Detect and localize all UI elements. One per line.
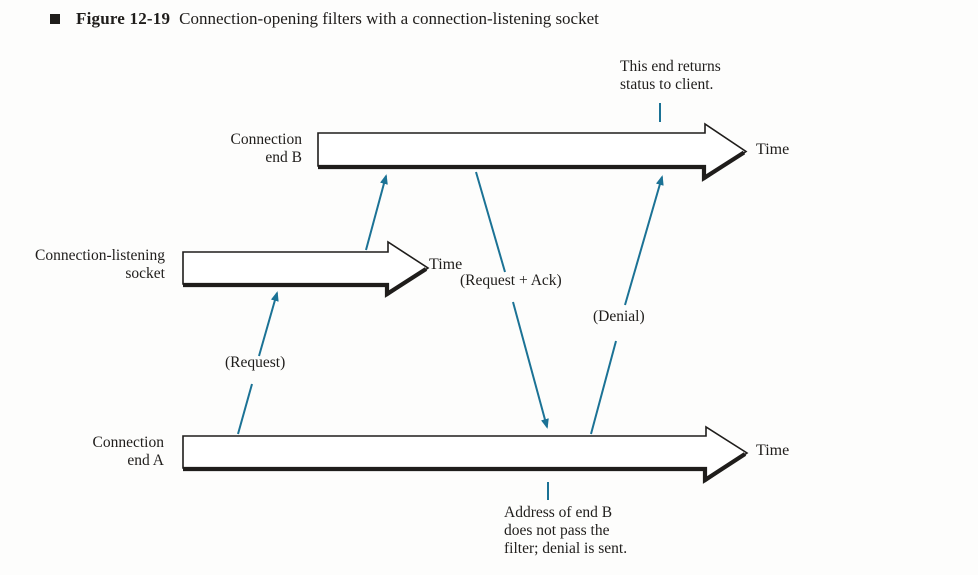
timeline-label-line: socket — [125, 265, 165, 282]
message-arrow-socket-to-b — [365, 174, 388, 251]
annotation-denial-sent: Address of end B does not pass the filte… — [504, 504, 627, 558]
time-label-end-b: Time — [756, 141, 790, 158]
message-arrow-request — [237, 291, 279, 435]
message-label-request: (Request) — [225, 354, 286, 371]
annotation-status-to-client: This end returns status to client. — [620, 58, 721, 93]
timeline-label-line: Connection-listening — [34, 247, 165, 264]
timeline-label-line: Connection — [92, 434, 164, 451]
time-label-end-a: Time — [756, 442, 790, 459]
figure-caption: Connection-opening filters with a connec… — [179, 9, 599, 28]
timeline-label-listening-socket: Connection-listening socket — [35, 247, 165, 283]
timeline-label-end-a: Connection end A — [93, 434, 164, 470]
square-bullet-icon — [50, 14, 60, 24]
annotation-line: Address of end B — [504, 504, 613, 521]
message-label-request-ack: (Request + Ack) — [460, 272, 562, 289]
timeline-label-end-b: Connection end B — [231, 131, 302, 167]
message-label-denial: (Denial) — [593, 308, 645, 325]
figure-number: Figure 12-19 — [76, 9, 171, 28]
timeline-label-line: end A — [127, 452, 164, 469]
timeline-arrow-end-a — [182, 425, 749, 484]
annotation-line: status to client. — [620, 75, 714, 93]
annotation-line: does not pass the — [504, 522, 610, 539]
annotation-line: filter; denial is sent. — [504, 540, 628, 557]
timeline-arrow-end-b — [317, 122, 748, 182]
message-arrow-denial — [590, 175, 664, 435]
message-arrow-request-ack — [475, 171, 549, 429]
annotation-line: This end returns — [620, 58, 721, 75]
timeline-arrow-listening-socket — [182, 240, 430, 298]
timeline-label-line: end B — [265, 149, 302, 166]
time-label-listening-socket: Time — [429, 256, 463, 273]
timeline-label-line: Connection — [230, 131, 302, 148]
figure-title: Figure 12-19 Connection-opening filters … — [50, 9, 599, 29]
